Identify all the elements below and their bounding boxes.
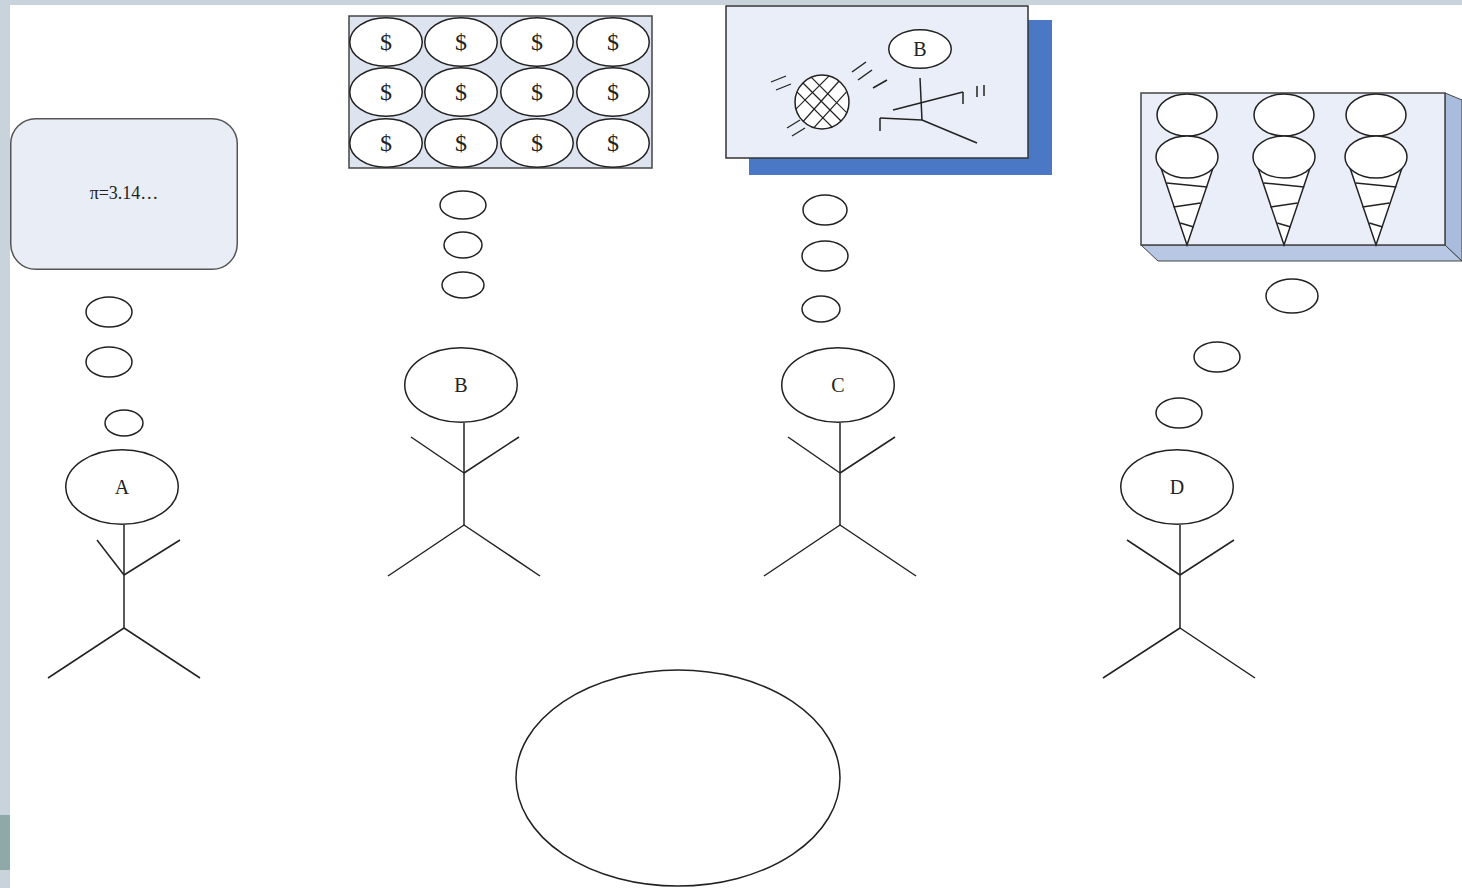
money-box bbox=[349, 16, 652, 168]
node-label: $ bbox=[607, 130, 619, 156]
node-label: $ bbox=[380, 79, 392, 105]
coin-circle: $ bbox=[576, 67, 650, 117]
frame-strip bbox=[0, 0, 1462, 5]
node-label: $ bbox=[531, 130, 543, 156]
thought-box: π=3.14… bbox=[10, 118, 238, 270]
coin-circle: $ bbox=[424, 118, 498, 168]
node-label: D bbox=[1170, 476, 1184, 498]
stick-bodies bbox=[48, 423, 1255, 678]
coin-circle: $ bbox=[424, 67, 498, 117]
coin-circle: $ bbox=[500, 17, 574, 67]
node-label: $ bbox=[380, 130, 392, 156]
head-circle: C bbox=[781, 347, 895, 423]
coin-circle: $ bbox=[349, 118, 423, 168]
coin-circle: $ bbox=[500, 118, 574, 168]
coin-circle: $ bbox=[500, 67, 574, 117]
head-circle: B bbox=[888, 29, 952, 69]
coin-circle: $ bbox=[349, 17, 423, 67]
node-label: $ bbox=[607, 79, 619, 105]
ice-cream-box bbox=[1141, 93, 1445, 245]
head-circle: B bbox=[404, 347, 518, 423]
player-figure bbox=[852, 62, 984, 143]
coin-circle: $ bbox=[576, 17, 650, 67]
box-side bbox=[1445, 93, 1462, 261]
coin-circle: $ bbox=[349, 67, 423, 117]
node-label: $ bbox=[455, 79, 467, 105]
thought-bubbles bbox=[86, 191, 1318, 436]
node-label: $ bbox=[531, 29, 543, 55]
frame-strip bbox=[0, 815, 10, 870]
node-label: $ bbox=[455, 29, 467, 55]
coin-circle: $ bbox=[576, 118, 650, 168]
frame-strip bbox=[0, 0, 10, 888]
table-circle bbox=[516, 670, 840, 886]
head-circle: A bbox=[65, 449, 179, 525]
node-label: C bbox=[831, 374, 844, 396]
node-label: $ bbox=[531, 79, 543, 105]
node-label: A bbox=[115, 476, 129, 498]
basketball bbox=[771, 73, 852, 136]
node-label: $ bbox=[607, 29, 619, 55]
head-circle: D bbox=[1120, 449, 1234, 525]
node-label: $ bbox=[380, 29, 392, 55]
coin-circle: $ bbox=[424, 17, 498, 67]
node-label: $ bbox=[455, 130, 467, 156]
picture-box bbox=[726, 6, 1028, 158]
box-side bbox=[1141, 245, 1462, 261]
node-label: B bbox=[454, 374, 467, 396]
node-label: B bbox=[913, 38, 926, 60]
ice-cream-cones bbox=[1156, 94, 1407, 245]
node-label: π=3.14… bbox=[90, 184, 159, 204]
